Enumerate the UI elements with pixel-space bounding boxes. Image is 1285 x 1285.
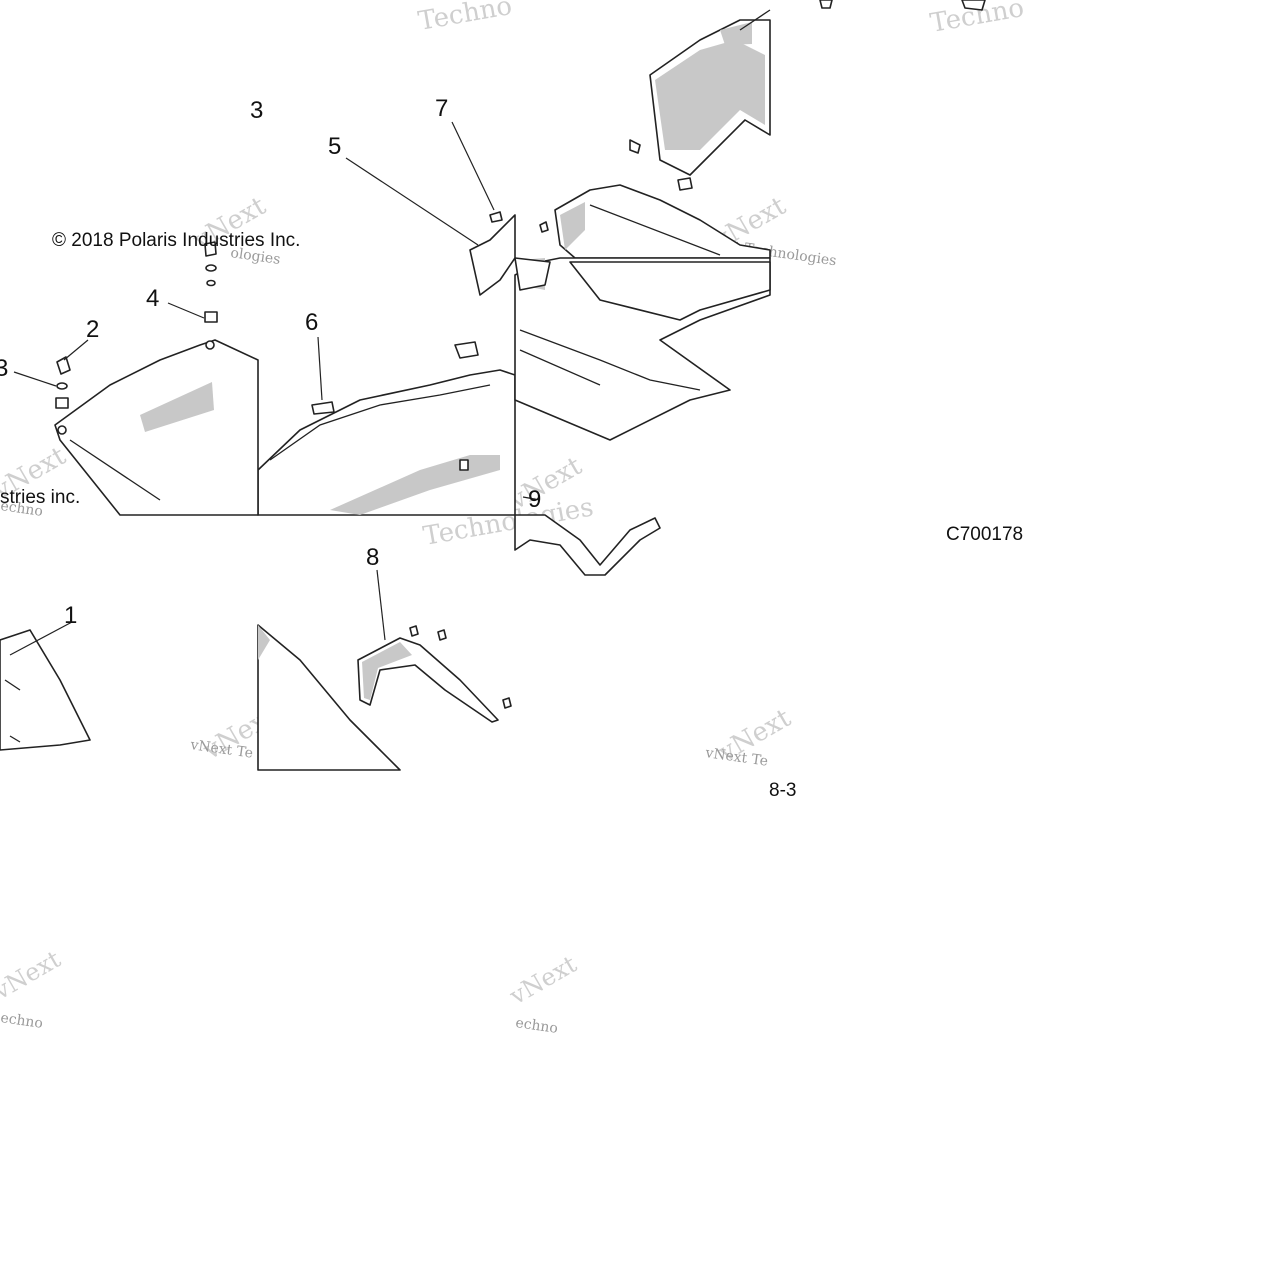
watermark-text: echno (0, 1010, 44, 1032)
callout-1: 1 (64, 602, 77, 629)
front-fender-lower-tile (0, 629, 91, 751)
callout-8: 8 (366, 544, 379, 571)
rear-panel-tile (514, 514, 661, 576)
front-fender-top-tile (54, 241, 259, 516)
page-number: 8-3 (769, 780, 796, 801)
watermark-text: vNext (0, 945, 66, 1006)
callout-3: 3 (0, 355, 8, 382)
callout-7: 7 (435, 95, 448, 122)
callout-4: 4 (146, 285, 159, 312)
callouts: 1 2 3 4 5 6 7 8 9 3 (0, 95, 541, 629)
callout-5: 5 (328, 133, 341, 160)
leader-lines (9, 121, 541, 656)
watermark-text: vNext (504, 950, 581, 1011)
callout-2: 2 (86, 316, 99, 343)
watermark-text: ologies (229, 245, 281, 268)
callout-3-fragment: 3 (250, 97, 263, 124)
figure-code: C700178 (946, 524, 1023, 545)
center-upper-tile (469, 211, 551, 296)
copyright-fragment: stries inc. (0, 487, 80, 508)
callout-6: 6 (305, 309, 318, 336)
watermark-text: Techno (416, 0, 514, 37)
body-tub-tile (257, 257, 771, 516)
mud-flap-tile (257, 624, 512, 771)
watermark-layer: Techno Techno vNext vNext Technologies v… (0, 0, 1026, 1037)
watermark-text: echno (0, 498, 44, 520)
rear-fender-top-tile (539, 0, 986, 259)
copyright-text: © 2018 Polaris Industries Inc. (52, 230, 300, 251)
watermark-text: echno (514, 1015, 558, 1037)
callout-9: 9 (528, 486, 541, 513)
